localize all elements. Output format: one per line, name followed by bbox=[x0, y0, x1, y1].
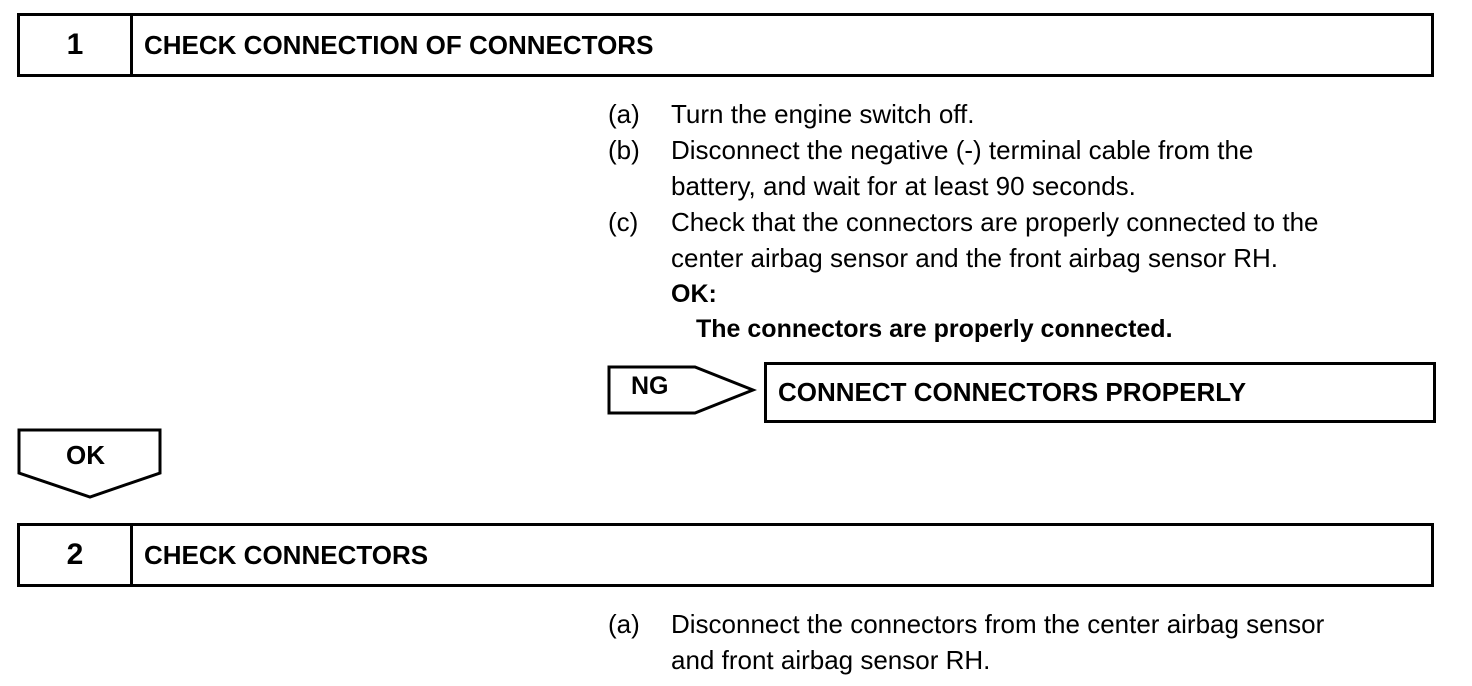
ok-heading: OK: bbox=[671, 280, 717, 308]
step-1-header: 1 CHECK CONNECTION OF CONNECTORS bbox=[17, 13, 1434, 77]
item-label: (a) bbox=[608, 609, 640, 639]
step-title: CHECK CONNECTION OF CONNECTORS bbox=[144, 29, 654, 60]
item-text: Disconnect the connectors from the cente… bbox=[671, 606, 1438, 678]
step-title: CHECK CONNECTORS bbox=[144, 539, 429, 570]
ok-arrow-icon bbox=[17, 428, 162, 499]
item-text: Turn the engine switch off. bbox=[671, 96, 1438, 132]
step-number: 1 bbox=[20, 16, 133, 74]
item-label: (c) bbox=[608, 207, 639, 237]
ok-criteria: The connectors are properly connected. bbox=[696, 315, 1173, 343]
ng-action-box: CONNECT CONNECTORS PROPERLY bbox=[764, 362, 1436, 423]
instruction-item: (b) Disconnect the negative (-) terminal… bbox=[608, 132, 1438, 204]
step-2-header: 2 CHECK CONNECTORS bbox=[17, 523, 1434, 587]
item-label: (b) bbox=[608, 135, 640, 165]
instruction-item: (a) Disconnect the connectors from the c… bbox=[608, 606, 1438, 678]
item-line: and front airbag sensor RH. bbox=[671, 645, 991, 675]
item-line: battery, and wait for at least 90 second… bbox=[671, 171, 1136, 201]
item-line: Check that the connectors are properly c… bbox=[671, 207, 1319, 237]
ng-arrow-icon bbox=[607, 365, 757, 415]
ng-action-text: CONNECT CONNECTORS PROPERLY bbox=[778, 377, 1247, 407]
item-line: Disconnect the negative (-) terminal cab… bbox=[671, 135, 1254, 165]
item-line: Turn the engine switch off. bbox=[671, 99, 975, 129]
instruction-item: (c) Check that the connectors are proper… bbox=[608, 204, 1438, 276]
item-text: Disconnect the negative (-) terminal cab… bbox=[671, 132, 1438, 204]
item-label: (a) bbox=[608, 99, 640, 129]
item-line: Disconnect the connectors from the cente… bbox=[671, 609, 1325, 639]
instruction-item: (a) Turn the engine switch off. bbox=[608, 96, 1438, 132]
item-text: Check that the connectors are properly c… bbox=[671, 204, 1438, 276]
item-line: center airbag sensor and the front airba… bbox=[671, 243, 1279, 273]
step-number: 2 bbox=[20, 526, 133, 584]
ng-label: NG bbox=[631, 372, 669, 400]
ok-label: OK bbox=[66, 440, 105, 470]
